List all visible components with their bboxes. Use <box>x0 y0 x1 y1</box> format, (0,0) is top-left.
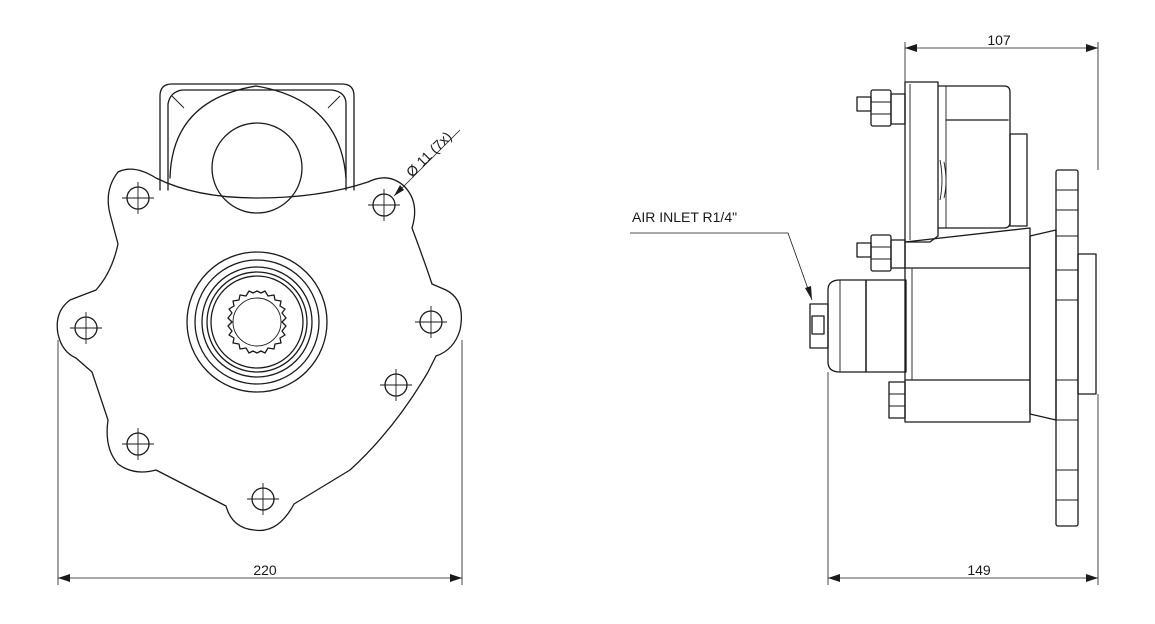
front-top-bracket <box>159 83 355 191</box>
front-mounting-holes <box>70 182 447 515</box>
hole-spec-label: Ø 11 (7x) <box>403 128 455 180</box>
front-spline-shaft <box>186 251 328 393</box>
side-middle-bolt <box>856 234 906 272</box>
side-output-flange <box>1029 169 1097 527</box>
side-lower-body <box>904 227 1031 423</box>
hole-callout: Ø 11 (7x) <box>393 128 461 197</box>
mounting-hole <box>247 483 279 515</box>
side-upper-cylinder <box>937 85 1011 229</box>
front-width-label: 220 <box>253 562 277 578</box>
dimension-front-width: 220 <box>57 340 463 585</box>
front-flange-outline <box>56 168 463 532</box>
front-housing-dome <box>169 85 347 179</box>
air-inlet-callout: AIR INLET R1/4" <box>630 209 813 301</box>
mounting-hole <box>380 369 412 401</box>
mounting-hole <box>368 189 400 221</box>
side-flange-width-label: 107 <box>987 32 1011 48</box>
side-coupling <box>809 279 907 373</box>
dimension-side-width: 149 <box>827 372 1099 585</box>
front-view: Ø 11 (7x) 220 <box>56 83 463 585</box>
spline-teeth <box>227 290 287 354</box>
side-width-label: 149 <box>967 562 991 578</box>
mounting-hole <box>122 428 154 460</box>
mounting-hole <box>70 312 102 344</box>
side-view: AIR INLET R1/4" 107 149 <box>630 32 1099 585</box>
side-upper-bolt <box>856 89 906 127</box>
mounting-hole <box>122 182 154 214</box>
front-boss-circle <box>211 122 303 214</box>
mounting-hole <box>415 306 447 338</box>
dimension-side-flange: 107 <box>904 32 1099 170</box>
side-lower-nut <box>888 381 906 419</box>
air-inlet-label: AIR INLET R1/4" <box>632 209 737 225</box>
